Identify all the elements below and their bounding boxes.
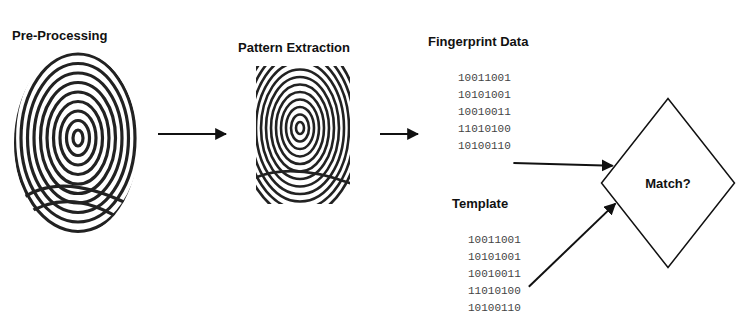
ridge: [67, 121, 90, 156]
ridge: [21, 54, 135, 222]
ridge: [256, 66, 350, 204]
ridge: [41, 83, 116, 194]
ridge: [47, 92, 109, 184]
ridge: [15, 45, 142, 232]
decision-text: Match?: [645, 176, 691, 191]
ridge: [266, 77, 334, 179]
ridge: [256, 171, 350, 185]
ridge: [291, 115, 309, 142]
ridge: [256, 66, 350, 204]
binary-data: 10011001 10101001 10010011 11010100 1010…: [458, 70, 511, 155]
decision-diamond: Match?: [600, 97, 736, 269]
extracted-pattern: [256, 66, 350, 204]
ridge: [60, 111, 96, 165]
ridge: [276, 92, 324, 164]
template-block: Template 10011001 10101001 10010011 11010…: [452, 196, 521, 317]
stage-box: Pattern Extraction: [236, 40, 370, 228]
stage-label: Pre-Processing: [12, 28, 148, 44]
flow-arrow: [158, 133, 226, 135]
flow-arrow: [529, 204, 616, 287]
diamond-shape: [602, 99, 735, 268]
flow-arrow: [380, 133, 418, 135]
flow-arrow: [513, 163, 612, 166]
ridge: [281, 100, 319, 157]
ridge: [8, 35, 148, 241]
binary-data: 10011001 10101001 10010011 11010100 1010…: [468, 232, 521, 317]
ridge: [34, 73, 122, 203]
stage-box: Pre-Processing: [8, 28, 148, 240]
stage-label: Pattern Extraction: [238, 40, 370, 56]
data-block: Fingerprint Data 10011001 10101001 100100…: [428, 34, 528, 155]
ridge: [256, 66, 344, 194]
data-label: Fingerprint Data: [428, 34, 528, 50]
ridge: [296, 122, 304, 134]
ridge: [54, 102, 103, 175]
ridge: [256, 66, 349, 202]
ridge: [286, 107, 314, 149]
ridge: [73, 130, 83, 146]
ridge: [271, 85, 329, 172]
raw-fingerprint: [8, 35, 148, 241]
ridge: [25, 202, 125, 222]
ridge: [261, 70, 339, 187]
template-label: Template: [452, 196, 521, 212]
